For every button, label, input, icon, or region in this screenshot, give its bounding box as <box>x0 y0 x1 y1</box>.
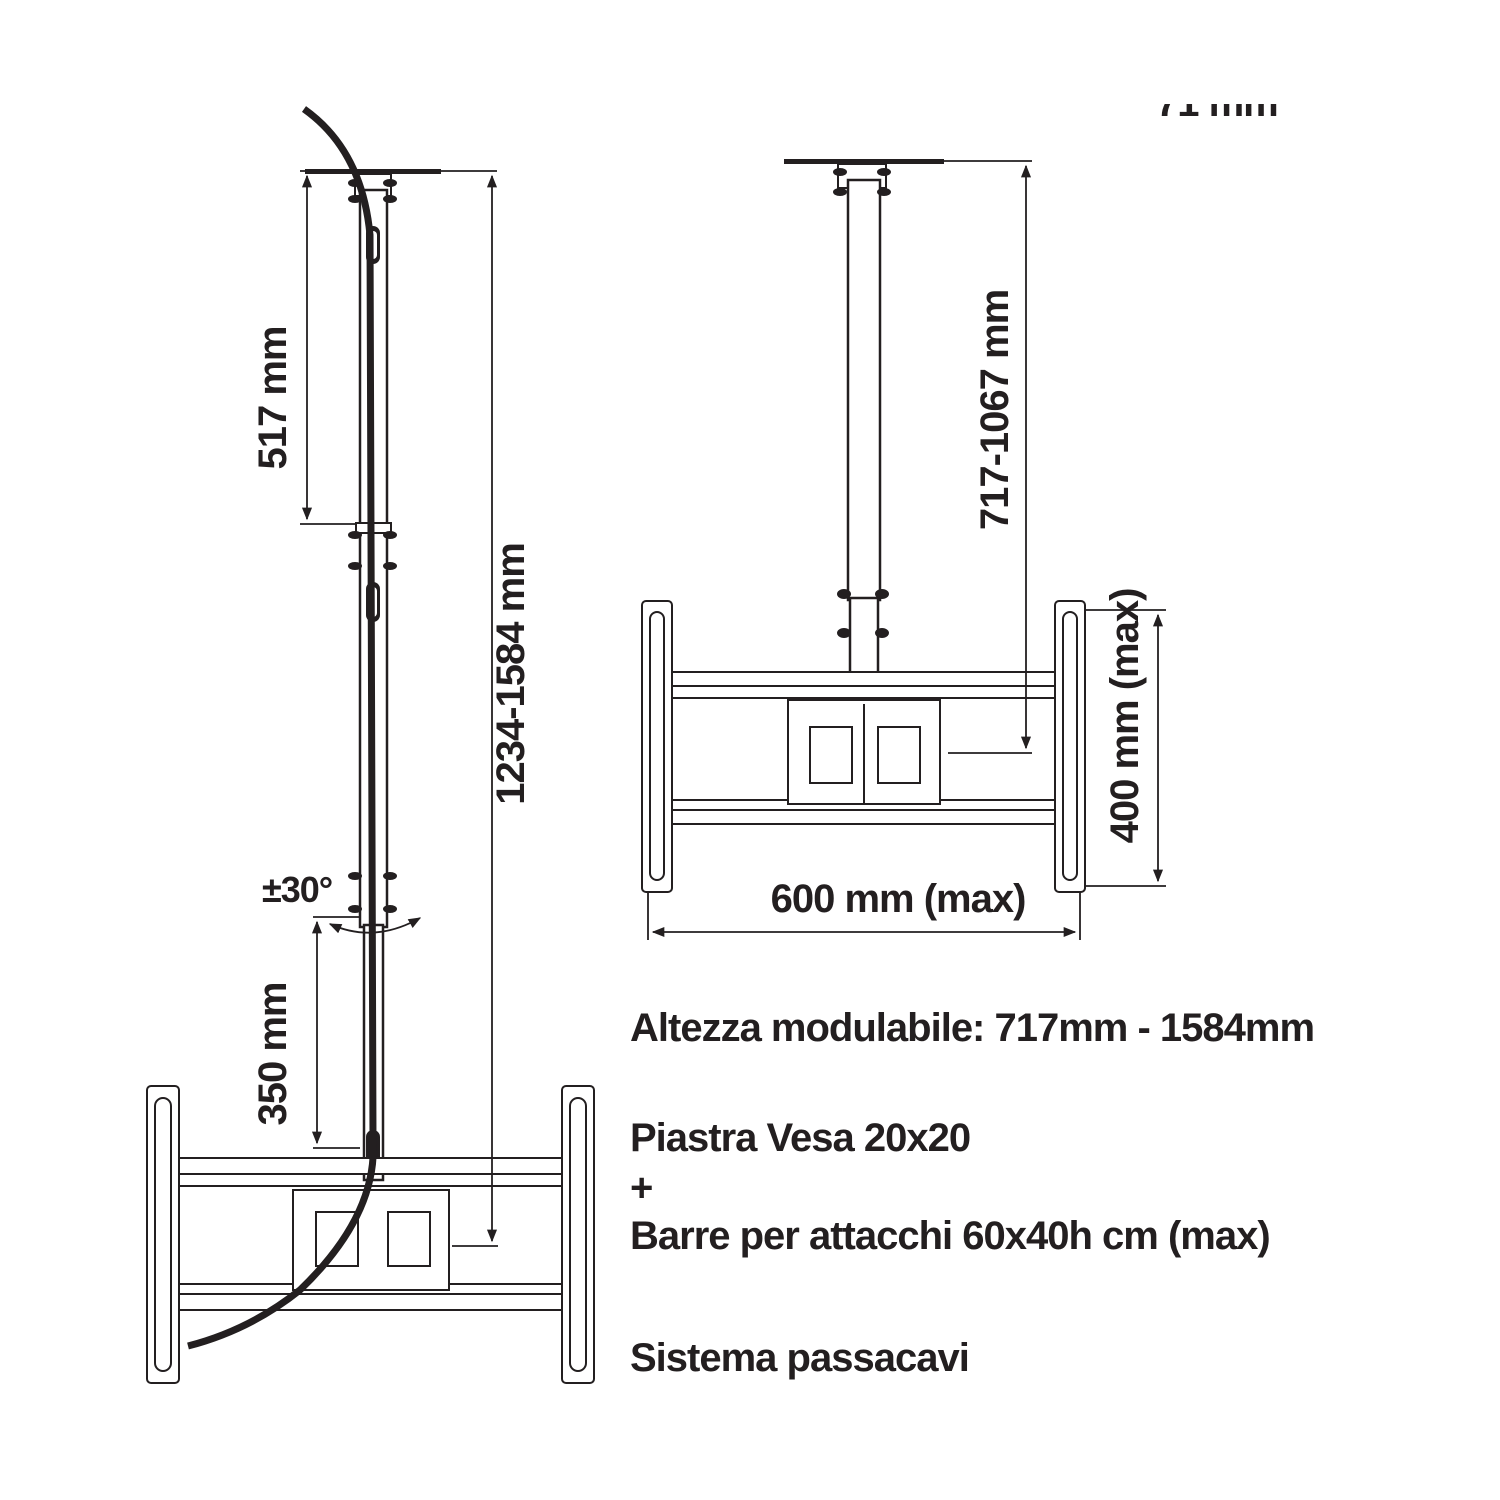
dim-pole-upper: 517 mm <box>251 327 295 470</box>
spec-bars: Barre per attacchi 60x40h cm (max) <box>630 1214 1271 1258</box>
short-bracket <box>641 600 1086 893</box>
extended-bracket <box>146 1085 595 1384</box>
short-mount <box>641 159 1086 893</box>
spec-cable-system: Sistema passacavi <box>630 1336 970 1380</box>
dim-tilt: ±30° <box>262 869 332 910</box>
spec-vesa-plate: Piastra Vesa 20x20 <box>630 1116 971 1160</box>
spec-height-range: Altezza modulabile: 717mm - 1584mm <box>630 1006 1315 1050</box>
spec-plus: + <box>630 1166 653 1210</box>
dim-short-height: 717-1067 mm <box>973 290 1017 530</box>
dim-bar-height: 400 mm (max) <box>1103 589 1147 844</box>
cable <box>187 106 377 1350</box>
ceiling-plate <box>305 169 441 174</box>
ceiling-plate-short <box>784 159 944 164</box>
extended-mount <box>146 106 595 1384</box>
dim-bar-width: 600 mm (max) <box>771 877 1026 921</box>
dim-total-height: 1234-1584 mm <box>489 543 533 805</box>
dim-pole-lower: 350 mm <box>251 983 295 1126</box>
short-pole <box>846 178 882 602</box>
